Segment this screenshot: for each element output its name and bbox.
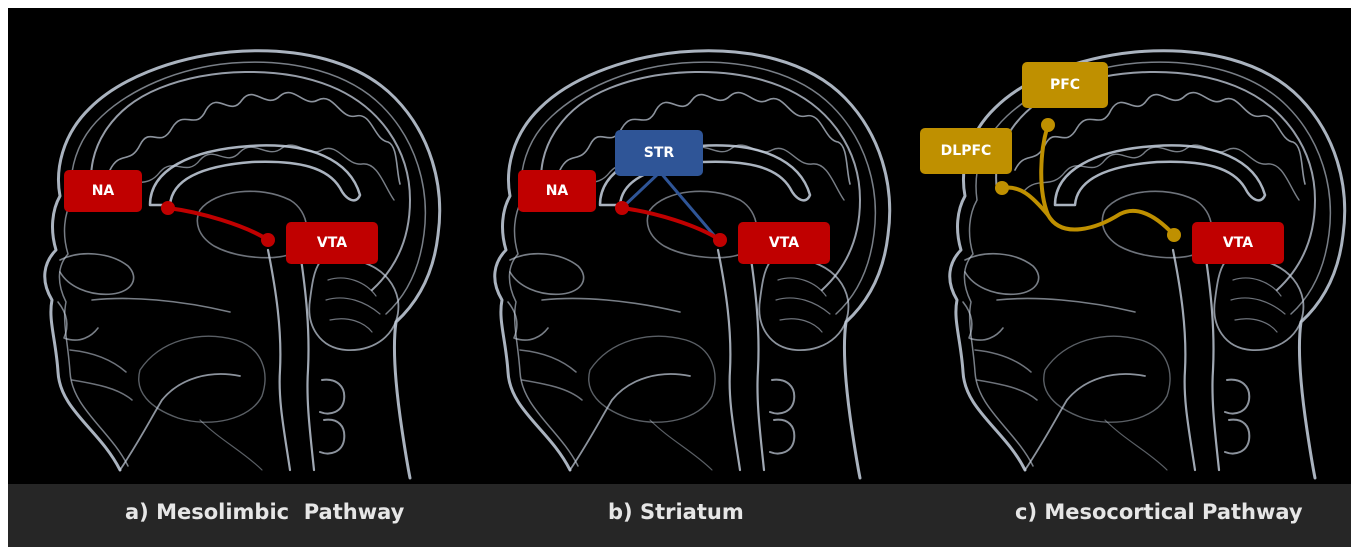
vta-node-c xyxy=(1167,228,1181,242)
dlpfc-label-box: DLPFC xyxy=(920,128,1012,174)
caption-mesolimbic: a) Mesolimbic Pathway xyxy=(125,500,404,524)
na-label: NA xyxy=(92,183,115,199)
brain-mri-a xyxy=(45,51,440,478)
striatum-connector-vta xyxy=(660,172,718,240)
na-label-box: NA xyxy=(64,170,142,212)
mesocortical-tract-pfc xyxy=(1041,125,1174,235)
panel-b-striatum: STR NA VTA xyxy=(518,130,830,264)
vta-label-box-c: VTA xyxy=(1192,222,1284,264)
vta-label: VTA xyxy=(317,235,347,251)
pfc-node xyxy=(1041,118,1055,132)
brain-mri-c xyxy=(950,51,1345,478)
pfc-label: PFC xyxy=(1050,77,1080,93)
vta-node-b xyxy=(713,233,727,247)
na-label-box-b: NA xyxy=(518,170,596,212)
na-node xyxy=(161,201,175,215)
dlpfc-label: DLPFC xyxy=(941,143,992,159)
str-label: STR xyxy=(644,145,675,161)
brain-mri-b xyxy=(495,51,890,478)
caption-striatum: b) Striatum xyxy=(608,500,744,524)
vta-label-box-b: VTA xyxy=(738,222,830,264)
str-label-box: STR xyxy=(615,130,703,176)
vta-label-box: VTA xyxy=(286,222,378,264)
na-node-b xyxy=(615,201,629,215)
dlpfc-node xyxy=(995,181,1009,195)
pfc-label-box: PFC xyxy=(1022,62,1108,108)
mesolimbic-tract xyxy=(168,208,268,240)
caption-mesocortical: c) Mesocortical Pathway xyxy=(1015,500,1303,524)
vta-label-c: VTA xyxy=(1223,235,1253,251)
vta-node xyxy=(261,233,275,247)
na-label-b: NA xyxy=(546,183,569,199)
vta-label-b: VTA xyxy=(769,235,799,251)
